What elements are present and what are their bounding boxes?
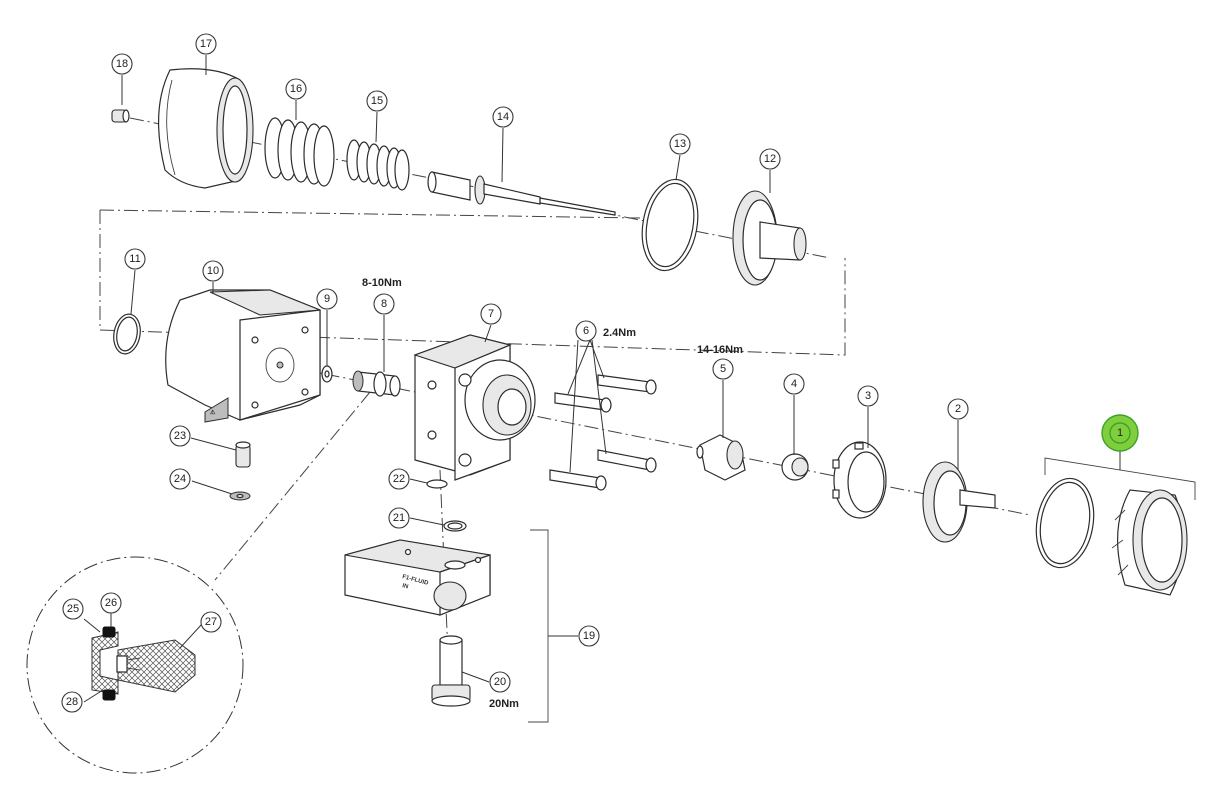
callout-28[interactable]: 28 xyxy=(61,691,83,713)
callout-6[interactable]: 6 xyxy=(575,320,597,342)
part-18-plug xyxy=(111,109,130,123)
callouts: 1 2 3 4 5 6 7 8 9 10 11 12 13 14 15 16 1… xyxy=(61,33,1139,713)
callout-22[interactable]: 22 xyxy=(388,468,410,490)
svg-text:28: 28 xyxy=(66,696,78,708)
part-1-nut-and-ring xyxy=(1035,477,1188,596)
part-12-diaphragm xyxy=(732,190,807,286)
callout-10[interactable]: 10 xyxy=(202,260,224,282)
svg-text:18: 18 xyxy=(116,58,128,70)
callout-12[interactable]: 12 xyxy=(759,148,781,170)
part-24-washer xyxy=(229,491,251,501)
callout-11[interactable]: 11 xyxy=(124,248,146,270)
svg-text:9: 9 xyxy=(324,293,330,305)
callout-3[interactable]: 3 xyxy=(857,385,879,407)
callout-21[interactable]: 21 xyxy=(388,507,410,529)
part-19-fluid-block: F1-FLUID IN xyxy=(344,539,491,616)
callout-4[interactable]: 4 xyxy=(783,373,805,395)
torque-labels: 2.4Nm 8-10Nm 14-16Nm 20Nm xyxy=(362,277,743,710)
svg-text:12: 12 xyxy=(764,153,776,165)
part-8-fitting xyxy=(352,370,401,397)
callout-17[interactable]: 17 xyxy=(195,33,217,55)
svg-text:5: 5 xyxy=(720,363,726,375)
block-label-line2: IN xyxy=(401,583,408,590)
svg-text:20: 20 xyxy=(494,676,506,688)
callout-19[interactable]: 19 xyxy=(578,625,600,647)
part-14-needle xyxy=(427,171,616,216)
warning-label-icon: ⚠ xyxy=(210,409,216,416)
part-3-cage xyxy=(832,441,887,519)
svg-text:24: 24 xyxy=(174,473,186,485)
callout-14[interactable]: 14 xyxy=(492,106,514,128)
part-5-valve-seat xyxy=(696,434,746,481)
callout-7[interactable]: 7 xyxy=(480,303,502,325)
callout-9[interactable]: 9 xyxy=(316,288,338,310)
svg-text:27: 27 xyxy=(205,616,217,628)
svg-text:19: 19 xyxy=(583,630,595,642)
svg-text:3: 3 xyxy=(865,390,871,402)
callout-8[interactable]: 8 xyxy=(373,293,395,315)
torque-label-20: 20Nm xyxy=(489,698,519,710)
svg-text:8: 8 xyxy=(381,298,387,310)
callout-23[interactable]: 23 xyxy=(169,425,191,447)
svg-text:7: 7 xyxy=(488,308,494,320)
callout-27[interactable]: 27 xyxy=(200,611,222,633)
svg-text:11: 11 xyxy=(129,253,140,265)
detail-view-circle xyxy=(26,556,244,774)
svg-text:17: 17 xyxy=(200,38,212,50)
svg-text:14: 14 xyxy=(497,111,509,123)
part-21-oring xyxy=(443,520,467,532)
callout-13[interactable]: 13 xyxy=(669,133,691,155)
callout-26[interactable]: 26 xyxy=(100,592,122,614)
callout-16[interactable]: 16 xyxy=(285,78,307,100)
part-15-small-spring xyxy=(346,139,410,191)
torque-label-8: 8-10Nm xyxy=(362,277,402,289)
callout-15[interactable]: 15 xyxy=(366,90,388,112)
svg-text:23: 23 xyxy=(174,430,186,442)
svg-text:4: 4 xyxy=(791,378,797,390)
svg-text:25: 25 xyxy=(67,603,79,615)
callout-25[interactable]: 25 xyxy=(62,598,84,620)
callout-20[interactable]: 20 xyxy=(489,671,511,693)
svg-text:10: 10 xyxy=(207,265,219,277)
svg-text:13: 13 xyxy=(674,138,686,150)
part-7-body xyxy=(413,334,536,481)
torque-label-6: 2.4Nm xyxy=(603,327,636,339)
callout-24[interactable]: 24 xyxy=(169,468,191,490)
leader-lines xyxy=(83,55,1121,703)
torque-label-5: 14-16Nm xyxy=(697,344,743,356)
part-4-seal xyxy=(781,453,809,481)
part-2-knob-insert xyxy=(922,461,996,543)
part-20-bolt xyxy=(431,635,471,707)
part-16-large-spring xyxy=(264,117,335,187)
part-17-cap xyxy=(157,68,254,189)
svg-text:15: 15 xyxy=(371,95,383,107)
svg-text:6: 6 xyxy=(583,325,589,337)
part-13-oring xyxy=(641,178,699,272)
svg-text:2: 2 xyxy=(955,403,961,415)
callout-5[interactable]: 5 xyxy=(712,358,734,380)
svg-text:26: 26 xyxy=(105,597,117,609)
part-6-screws xyxy=(549,374,657,491)
callout-18[interactable]: 18 xyxy=(111,53,133,75)
part-23-plug xyxy=(235,441,251,468)
svg-text:22: 22 xyxy=(393,473,405,485)
svg-text:1: 1 xyxy=(1117,427,1123,439)
part-10-housing: ⚠ xyxy=(165,289,321,423)
part-22-oring xyxy=(426,479,448,489)
callout-1[interactable]: 1 xyxy=(1101,414,1139,452)
part-11-oring xyxy=(113,313,141,355)
callout-2[interactable]: 2 xyxy=(947,398,969,420)
svg-text:21: 21 xyxy=(393,512,405,524)
bracket-19 xyxy=(528,529,578,723)
svg-text:16: 16 xyxy=(290,83,302,95)
part-9-washer xyxy=(321,365,333,383)
